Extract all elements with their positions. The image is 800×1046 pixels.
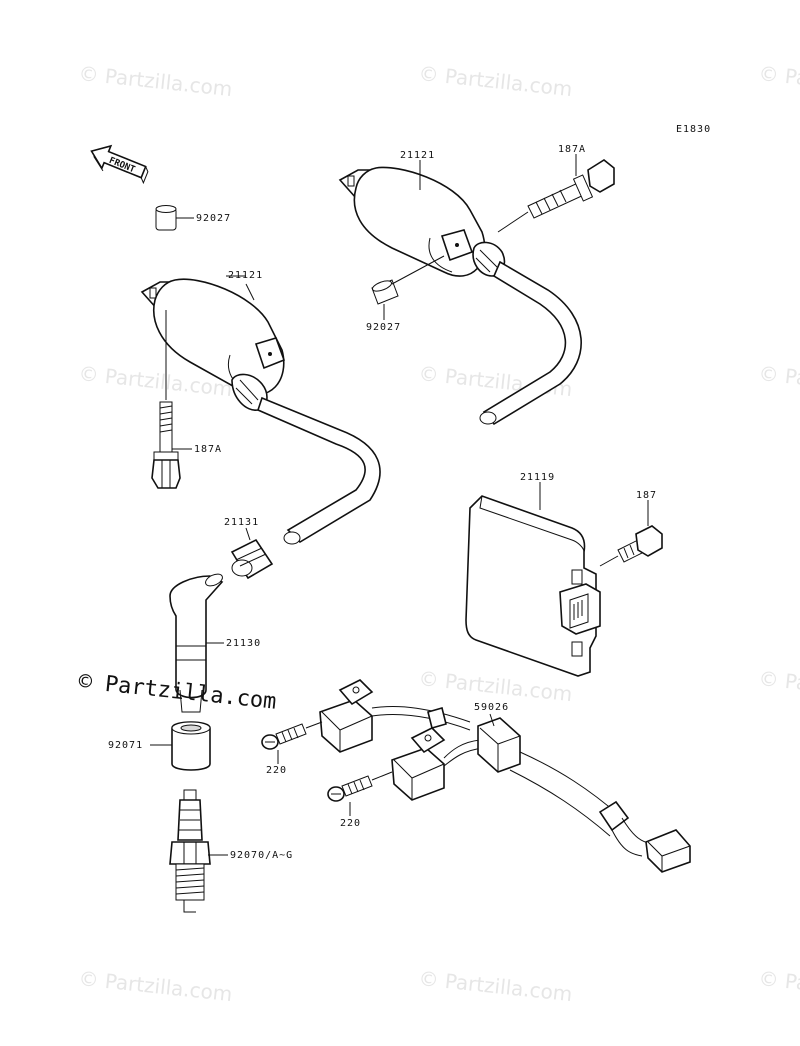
spark-plug-92070 <box>169 789 211 913</box>
ignition-coil-right <box>338 166 506 277</box>
watermark: © Partzilla.com <box>417 966 573 1006</box>
diagram-code: E1830 <box>676 124 711 135</box>
part-label-220-b: 220 <box>340 818 361 829</box>
watermark: © Partzilla.com <box>757 361 800 401</box>
part-label-187A-b: 187A <box>558 144 586 155</box>
ht-lead-left <box>257 396 381 545</box>
part-label-92027-b: 92027 <box>366 322 401 333</box>
boot-92071 <box>171 721 211 771</box>
bolt-187A-right <box>497 159 615 233</box>
watermark: © Partzilla.com <box>757 966 800 1006</box>
part-label-187: 187 <box>636 490 657 501</box>
part-label-59026: 59026 <box>474 702 509 713</box>
pickup-coil-upper <box>319 679 374 753</box>
part-label-21130: 21130 <box>226 638 261 649</box>
watermark: © Partzilla.com <box>77 61 233 101</box>
part-label-92027-a: 92027 <box>196 213 231 224</box>
watermark: © Partzilla.com <box>757 61 800 101</box>
spacer-92027-left <box>155 205 194 231</box>
spacer-92027-right <box>371 255 445 305</box>
part-label-92071: 92071 <box>108 740 143 751</box>
pickup-coil-lower <box>391 727 446 801</box>
part-label-21119: 21119 <box>520 472 555 483</box>
part-label-220-a: 220 <box>266 765 287 776</box>
wiring-harness <box>371 706 691 873</box>
part-label-92070: 92070/A~G <box>230 850 293 861</box>
screw-220-upper <box>261 721 323 750</box>
ignition-coil-left <box>140 278 286 411</box>
front-arrow-icon: FRONT <box>90 144 149 185</box>
bolt-187 <box>599 525 663 567</box>
watermark: © Partzilla.com <box>417 666 573 706</box>
watermark: © Partzilla.com <box>417 61 573 101</box>
screw-220-lower <box>327 771 393 802</box>
watermark: © Partzilla.com <box>757 666 800 706</box>
igniter-unit-21119 <box>465 495 601 677</box>
ht-lead-right <box>479 260 582 426</box>
part-label-21121-b: 21121 <box>400 150 435 161</box>
cap-21131 <box>230 538 274 580</box>
part-label-187A-a: 187A <box>194 444 222 455</box>
part-label-21131: 21131 <box>224 517 259 528</box>
plug-cap-21130 <box>169 573 224 713</box>
bolt-187A-left <box>151 310 181 489</box>
watermark: © Partzilla.com <box>77 966 233 1006</box>
part-label-21121-a: 21121 <box>228 270 263 281</box>
